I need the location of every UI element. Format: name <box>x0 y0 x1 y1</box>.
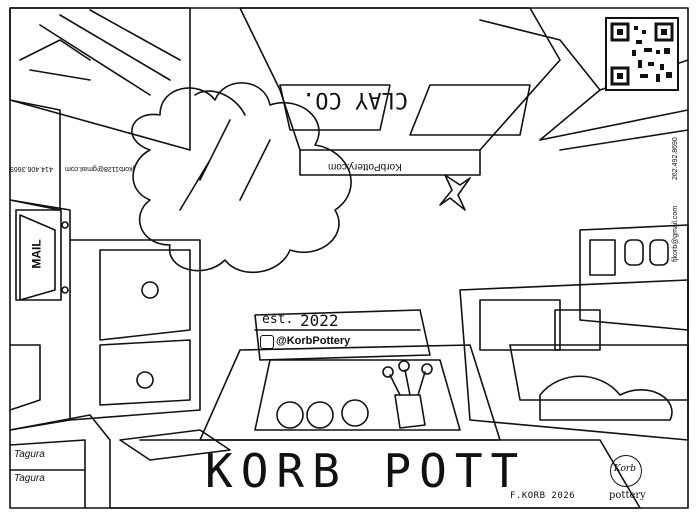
bowl-1 <box>276 401 304 429</box>
contact-right-phone: 262.492.8690 <box>672 137 679 180</box>
roof-lines-top-left <box>19 39 91 81</box>
flower-stems <box>389 369 426 396</box>
bowl-2 <box>306 401 334 429</box>
beams-top-left <box>39 9 181 96</box>
contact-right-email: fjkorb@gmail.com <box>672 205 679 262</box>
overhead-window-left <box>279 84 391 131</box>
window-right-arch <box>624 239 644 266</box>
instagram-handle: @KorbPottery <box>276 335 351 347</box>
storefront-text: KORB POTT <box>205 444 527 498</box>
bowl-3 <box>341 399 369 427</box>
logo-word: pottery <box>609 490 646 501</box>
overhead-sign-base <box>299 149 481 176</box>
storefront-window <box>254 359 461 431</box>
box-stack-left <box>9 414 111 509</box>
overhead-sign-text: CLAY CO. <box>302 87 408 112</box>
logo-script: Korb <box>614 464 636 474</box>
overhang-top-left <box>9 7 191 151</box>
window-lower-left <box>99 339 191 406</box>
mail-sign-text: MAIL <box>29 239 44 269</box>
instagram-icon <box>260 335 274 349</box>
door-left <box>9 344 41 411</box>
wall-rivet <box>61 286 69 294</box>
tree-branches <box>179 119 271 211</box>
mail-sign-frame <box>19 214 56 301</box>
bush-right <box>539 375 673 421</box>
overhead-window-right <box>409 84 531 136</box>
mail-sign-box <box>15 209 62 301</box>
window-mid-left <box>99 249 191 341</box>
est-sign <box>254 309 431 361</box>
window-right-arch <box>649 239 669 266</box>
flower-pot-icon <box>394 394 426 429</box>
building-right-mid <box>459 279 689 441</box>
overhead-sign-board <box>239 7 561 151</box>
figure-in-window <box>141 281 159 299</box>
window-right <box>589 239 616 276</box>
figure-in-window-lower <box>136 371 154 389</box>
box-label-top: Tagura <box>14 449 45 460</box>
box-label-bottom: Tagura <box>14 473 45 484</box>
contact-left-email: jkorb1128@gmail.com <box>65 165 135 172</box>
flower-bloom <box>421 363 433 375</box>
qr-code-icon <box>605 17 679 91</box>
cloud-tree-icon <box>131 82 352 274</box>
page-border <box>9 7 689 509</box>
artist-signature: F.KORB 2026 <box>510 491 576 501</box>
overhead-right-wing <box>479 19 601 141</box>
tree-branch-curve <box>194 90 246 116</box>
window-right-mid <box>479 299 561 351</box>
pinwheel-icon <box>439 174 471 211</box>
logo-emblem <box>610 455 642 487</box>
flower-bloom <box>382 366 394 378</box>
sign-board-right <box>509 344 689 401</box>
box-label-lines <box>9 439 86 509</box>
wall-rivet <box>61 221 69 229</box>
wall-left-upper <box>9 99 61 211</box>
est-year: 2022 <box>300 311 339 330</box>
window-with-figure <box>554 309 601 351</box>
sign-plank <box>119 429 231 461</box>
flower-bloom <box>398 360 410 372</box>
est-label: est. <box>262 312 294 327</box>
contact-left-phone: 414.406.3669 <box>10 165 53 172</box>
building-mid-left <box>69 239 201 421</box>
website-sign: KorbPottery.com <box>328 161 402 172</box>
